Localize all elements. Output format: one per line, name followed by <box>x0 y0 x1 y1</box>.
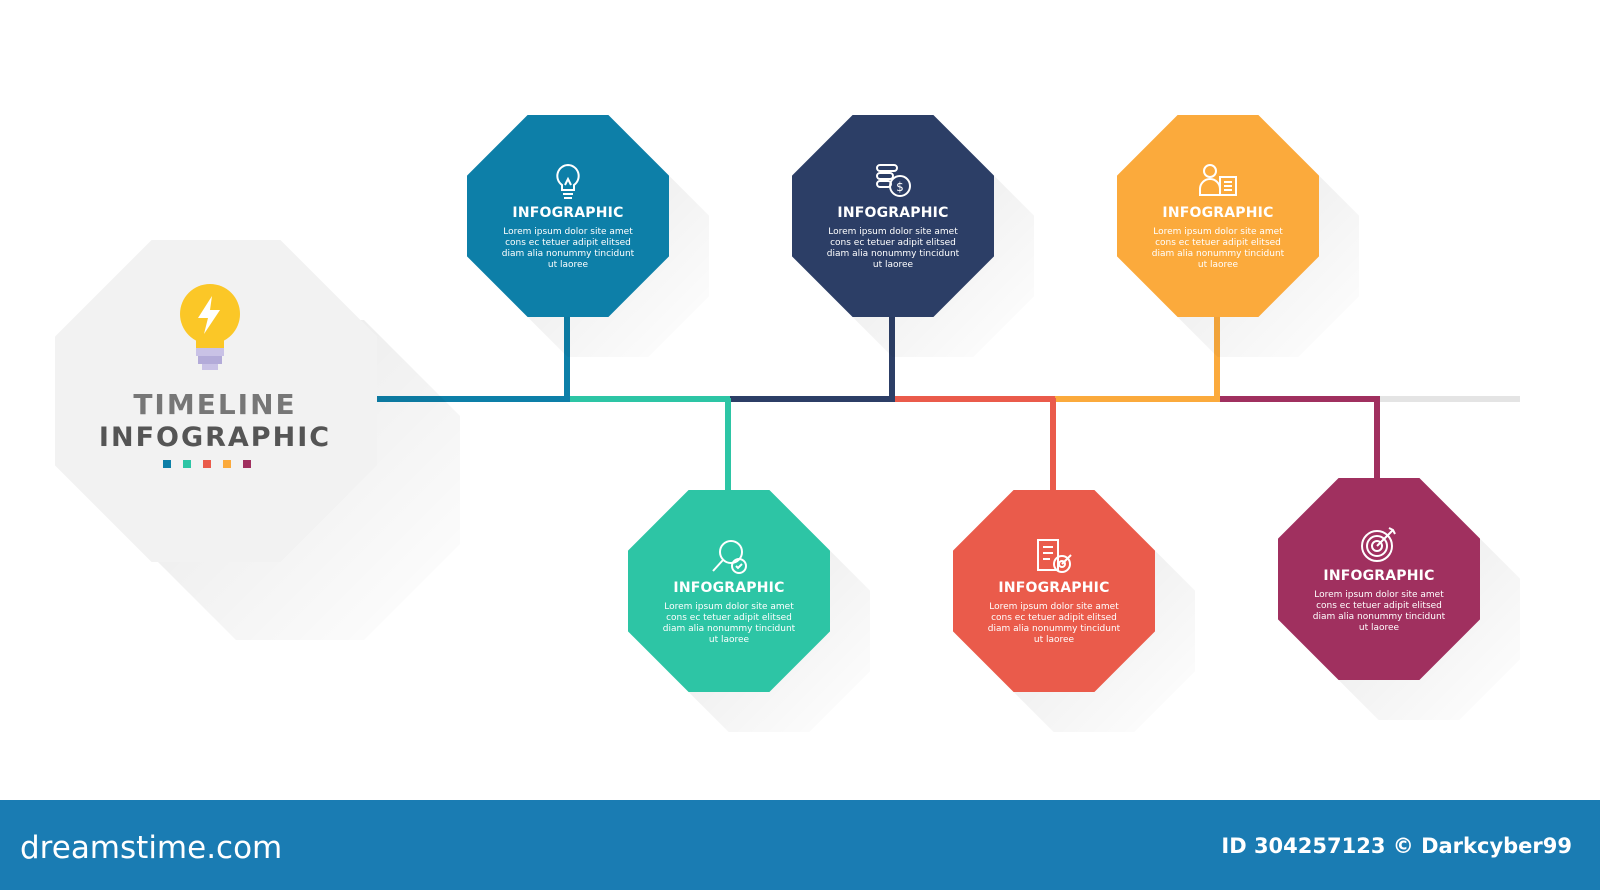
step-card-6: INFOGRAPHIC Lorem ipsum dolor site amet c… <box>1278 478 1480 680</box>
step-body: Lorem ipsum dolor site amet cons ec tetu… <box>1312 590 1446 633</box>
timeline-segment-1 <box>375 396 570 402</box>
step-body: Lorem ipsum dolor site amet cons ec tetu… <box>662 602 796 645</box>
footer-bar: dreamstime.com ID 304257123 © Darkcyber9… <box>0 800 1600 890</box>
step-card-5: INFOGRAPHIC Lorem ipsum dolor site amet c… <box>1117 115 1319 317</box>
legend-dots <box>163 460 251 468</box>
step-body: Lorem ipsum dolor site amet cons ec tetu… <box>1151 227 1285 270</box>
step-title: INFOGRAPHIC <box>1323 568 1435 584</box>
step-title: INFOGRAPHIC <box>1162 205 1274 221</box>
step-card-content: $ INFOGRAPHIC Lorem ipsum dolor site amet … <box>792 115 994 317</box>
legend-dot <box>163 460 171 468</box>
legend-dot <box>243 460 251 468</box>
coins-dollar-icon: $ <box>873 161 913 201</box>
step-card-content: INFOGRAPHIC Lorem ipsum dolor site amet c… <box>628 490 830 692</box>
step-body: Lorem ipsum dolor site amet cons ec tetu… <box>987 602 1121 645</box>
step-card-4: INFOGRAPHIC Lorem ipsum dolor site amet c… <box>953 490 1155 692</box>
step-card-content: INFOGRAPHIC Lorem ipsum dolor site amet c… <box>953 490 1155 692</box>
step-card-1: INFOGRAPHIC Lorem ipsum dolor site amet c… <box>467 115 669 317</box>
step-body: Lorem ipsum dolor site amet cons ec tetu… <box>501 227 635 270</box>
lightbulb-icon <box>548 161 588 201</box>
connector-4 <box>1050 398 1056 490</box>
footer-logo[interactable]: dreamstime.com <box>20 830 283 866</box>
connector-1 <box>564 312 570 400</box>
connector-6 <box>1374 398 1380 478</box>
svg-text:$: $ <box>896 180 904 194</box>
hub-title-line2: INFOGRAPHIC <box>98 422 332 453</box>
timeline-track-gray <box>1350 396 1520 402</box>
timeline-segment-2 <box>570 396 730 402</box>
checklist-target-icon <box>1034 536 1074 576</box>
step-card-content: INFOGRAPHIC Lorem ipsum dolor site amet c… <box>1278 478 1480 680</box>
legend-dot <box>203 460 211 468</box>
step-card-2: INFOGRAPHIC Lorem ipsum dolor site amet c… <box>628 490 830 692</box>
hub-title-line1: TIMELINE <box>133 388 297 421</box>
step-title: INFOGRAPHIC <box>837 205 949 221</box>
target-arrow-icon <box>1359 524 1399 564</box>
timeline-segment-4 <box>895 396 1055 402</box>
legend-dot <box>183 460 191 468</box>
connector-5 <box>1214 312 1220 400</box>
step-title: INFOGRAPHIC <box>512 205 624 221</box>
step-title: INFOGRAPHIC <box>998 580 1110 596</box>
person-list-icon <box>1198 161 1238 201</box>
timeline-segment-3 <box>730 396 895 402</box>
magnifier-check-icon <box>709 536 749 576</box>
step-card-content: INFOGRAPHIC Lorem ipsum dolor site amet c… <box>1117 115 1319 317</box>
step-card-content: INFOGRAPHIC Lorem ipsum dolor site amet c… <box>467 115 669 317</box>
timeline-segment-5 <box>1055 396 1220 402</box>
connector-2 <box>725 398 731 490</box>
legend-dot <box>223 460 231 468</box>
step-body: Lorem ipsum dolor site amet cons ec tetu… <box>826 227 960 270</box>
lightbulb-bolt-icon <box>178 282 242 378</box>
timeline-segment-6 <box>1220 396 1380 402</box>
connector-3 <box>889 312 895 400</box>
infographic-canvas: TIMELINE INFOGRAPHIC INFOGRAPHIC Lorem ip… <box>55 115 1520 732</box>
footer-image-id: ID 304257123 © Darkcyber99 <box>1221 834 1572 858</box>
step-title: INFOGRAPHIC <box>673 580 785 596</box>
step-card-3: $ INFOGRAPHIC Lorem ipsum dolor site amet … <box>792 115 994 317</box>
